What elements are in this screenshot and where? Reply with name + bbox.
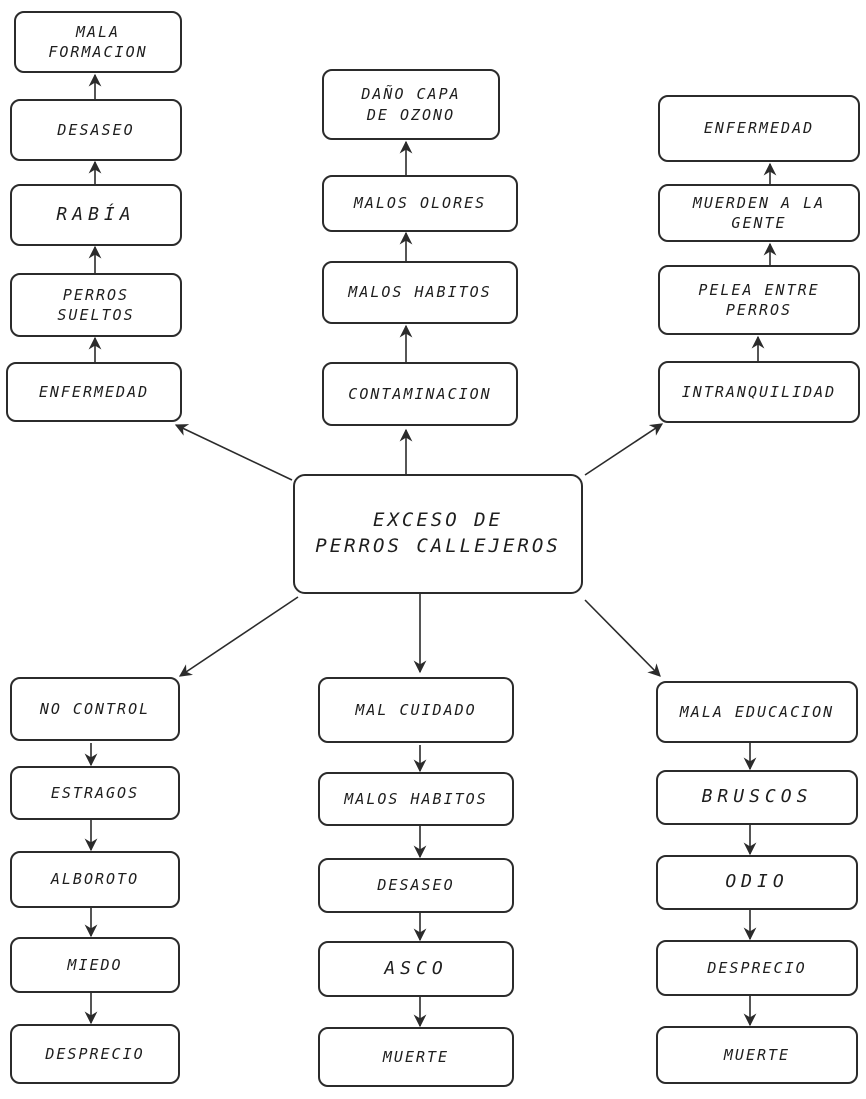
cause-left-desprecio: DESPRECIO bbox=[10, 1024, 180, 1084]
effect-left-enfermedad: ENFERMEDAD bbox=[6, 362, 182, 422]
cause-right-bruscos: BRUSCOS bbox=[656, 770, 858, 825]
effect-right-intranquilidad: INTRANQUILIDAD bbox=[658, 361, 860, 423]
effect-left-desaseo: DESASEO bbox=[10, 99, 182, 161]
cause-right-muerte: MUERTE bbox=[656, 1026, 858, 1084]
effect-left-perros-sueltos: PERROS SUELTOS bbox=[10, 273, 182, 337]
cause-middle-mal-cuidado: MAL CUIDADO bbox=[318, 677, 514, 743]
cause-left-estragos: ESTRAGOS bbox=[10, 766, 180, 820]
arrow-center-to-intranquilidad bbox=[584, 423, 664, 476]
cause-middle-asco: ASCO bbox=[318, 941, 514, 997]
connectors bbox=[84, 73, 777, 1028]
cause-right-desprecio: DESPRECIO bbox=[656, 940, 858, 996]
effect-right-enfermedad: ENFERMEDAD bbox=[658, 95, 860, 162]
effect-right-pelea-entre-perros: PELEA ENTRE PERROS bbox=[658, 265, 860, 335]
cause-left-alboroto: ALBOROTO bbox=[10, 851, 180, 908]
arrow-center-to-enfermedad bbox=[174, 424, 293, 481]
cause-middle-muerte: MUERTE bbox=[318, 1027, 514, 1087]
effect-right-muerden-a-la-gente: MUERDEN A LA GENTE bbox=[658, 184, 860, 242]
cause-right-odio: ODIO bbox=[656, 855, 858, 910]
effect-left-rabia: RABÍA bbox=[10, 184, 182, 246]
effect-left-mala-formacion: MALA FORMACION bbox=[14, 11, 182, 73]
central-problem-node: EXCESO DE PERROS CALLEJEROS bbox=[293, 474, 583, 594]
arrow-center-to-no-control bbox=[178, 596, 299, 677]
effect-middle-malos-habitos: MALOS HABITOS bbox=[322, 261, 518, 324]
arrow-center-to-mala-educacion bbox=[584, 599, 661, 677]
effect-middle-contaminacion: CONTAMINACION bbox=[322, 362, 518, 426]
cause-right-mala-educacion: MALA EDUCACION bbox=[656, 681, 858, 743]
cause-left-miedo: MIEDO bbox=[10, 937, 180, 993]
cause-middle-desaseo: DESASEO bbox=[318, 858, 514, 913]
effect-middle-dano-capa-de-ozono: DAÑO CAPA DE OZONO bbox=[322, 69, 500, 140]
cause-left-no-control: NO CONTROL bbox=[10, 677, 180, 741]
effect-middle-malos-olores: MALOS OLORES bbox=[322, 175, 518, 232]
cause-middle-malos-habitos: MALOS HABITOS bbox=[318, 772, 514, 826]
